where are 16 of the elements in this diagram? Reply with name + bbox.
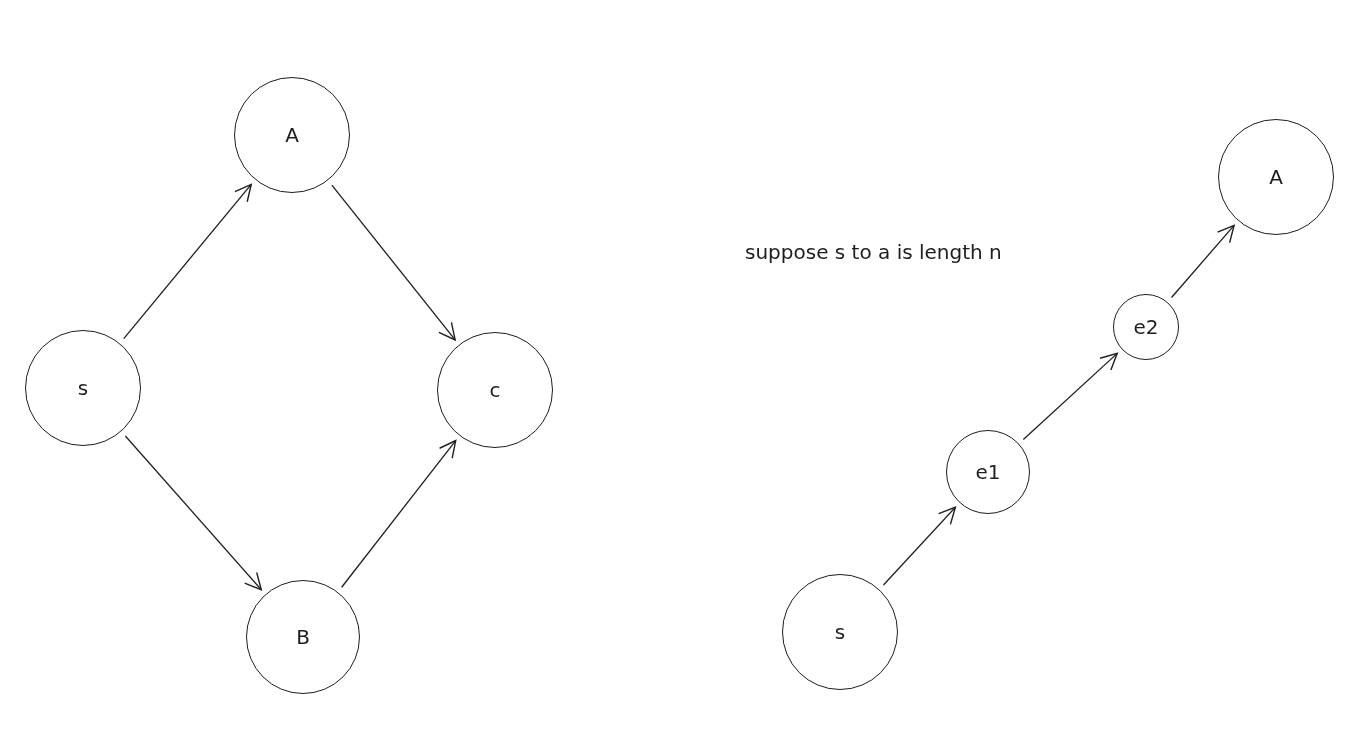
- arrow: [341, 439, 457, 588]
- node-label: s: [834, 620, 846, 644]
- node-label: A: [1269, 165, 1283, 189]
- node-label: c: [489, 378, 501, 402]
- node-label: s: [77, 376, 89, 400]
- arrow: [124, 435, 262, 591]
- node-label: A: [285, 123, 299, 147]
- node-label: e1: [975, 460, 1001, 484]
- node-label: B: [296, 625, 310, 649]
- arrow: [123, 183, 252, 340]
- arrow: [1022, 352, 1118, 441]
- note-text: suppose s to a is length n: [745, 240, 1002, 264]
- arrow: [331, 184, 456, 341]
- node-label: e2: [1133, 315, 1159, 339]
- arrow: [1170, 224, 1235, 299]
- arrow: [882, 506, 957, 586]
